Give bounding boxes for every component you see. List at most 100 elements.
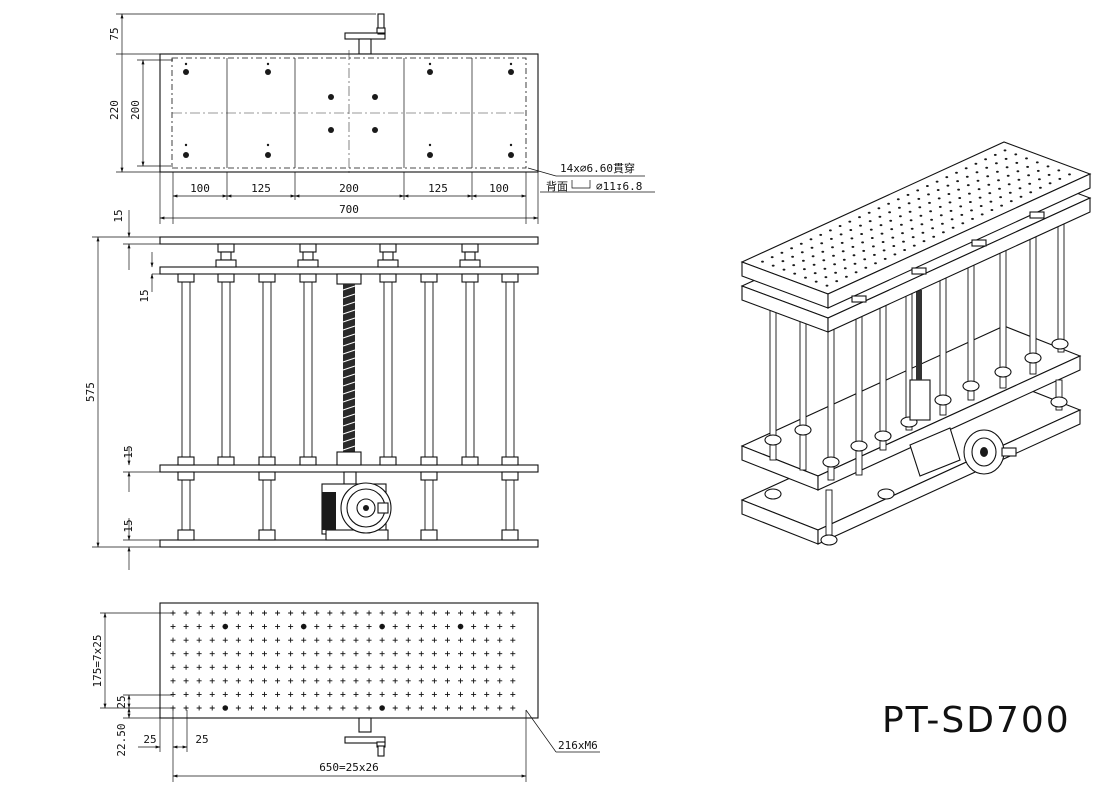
iso-hole: [1027, 174, 1030, 177]
iso-hole: [955, 171, 958, 174]
plate-2: [159, 266, 539, 275]
m6-hole: [366, 637, 372, 643]
iso-hole: [966, 184, 970, 187]
m6-hole: [235, 678, 241, 684]
m6-hole: [379, 651, 385, 657]
iso-hole: [995, 162, 998, 165]
m6-hole: [222, 664, 228, 670]
iso-hole: [800, 251, 804, 254]
dim-col-pitch-25-a: 25: [143, 733, 156, 746]
iso-hole: [906, 193, 910, 196]
m6-hole: [392, 705, 398, 711]
m6-hole: [353, 624, 359, 630]
m6-hole: [209, 678, 215, 684]
m6-hole: [183, 651, 189, 657]
m6-hole: [222, 637, 228, 643]
iso-hole: [874, 262, 877, 265]
m6-hole: [431, 691, 437, 697]
m6-hole: [261, 678, 267, 684]
m6-hole: [510, 637, 516, 643]
iso-hole: [887, 202, 890, 205]
m6-hole: [497, 705, 503, 711]
plate-1: [159, 236, 539, 245]
iso-hole: [833, 263, 836, 266]
m6-hole: [484, 691, 490, 697]
m6-hole: [235, 691, 241, 697]
iso-hole: [937, 197, 941, 200]
m6-hole: [340, 610, 346, 616]
m6-hole: [484, 664, 490, 670]
iso-handwheel: [909, 290, 1017, 477]
m6-hole: [444, 637, 450, 643]
iso-hole: [799, 242, 803, 245]
m6-hole: [471, 610, 477, 616]
m6-hole: [392, 691, 398, 697]
m6-hole: [235, 664, 241, 670]
iso-hole: [996, 170, 999, 173]
plate-4: [159, 539, 539, 548]
iso-hole: [825, 284, 829, 287]
iso-hole: [999, 196, 1002, 199]
iso-hole: [947, 193, 951, 195]
m6-hole-callout: 216xM6: [558, 739, 598, 752]
iso-hole: [971, 217, 974, 220]
m6-hole: [431, 637, 437, 643]
iso-hole: [990, 209, 994, 211]
m6-hole: [484, 678, 490, 684]
m6-hole: [405, 651, 411, 657]
m6-hole: [458, 651, 464, 657]
m6-hole: [196, 691, 202, 697]
iso-hole: [1038, 178, 1041, 181]
iso-hole: [820, 242, 824, 245]
iso-hole: [780, 251, 784, 254]
iso-hole: [841, 250, 845, 253]
m6-hole: [431, 664, 437, 670]
m6-hole: [431, 624, 437, 630]
iso-hole: [927, 193, 930, 196]
iso-hole: [903, 249, 906, 251]
m6-hole: [458, 705, 464, 711]
iso-hole: [819, 233, 823, 236]
iso-hole: [880, 232, 884, 235]
iso-hole: [920, 223, 924, 226]
iso-hole: [877, 207, 881, 210]
iso-hole: [942, 231, 945, 234]
m6-hole: [288, 705, 294, 711]
m6-hole: [510, 705, 516, 711]
plate-3: [159, 464, 539, 473]
iso-hole: [870, 237, 874, 239]
isometric-view: [740, 141, 1092, 546]
iso-hole: [1028, 182, 1032, 185]
iso-hole: [911, 236, 915, 239]
m6-hole: [392, 610, 398, 616]
iso-hole: [993, 153, 997, 156]
iso-hole: [851, 245, 855, 248]
m6-hole: [497, 691, 503, 697]
iso-hole: [869, 228, 873, 231]
m6-hole: [444, 610, 450, 616]
iso-hole: [809, 238, 813, 241]
m6-hole: [314, 637, 320, 643]
top-view: 75 220 200 100 125 200 125 100 700 14x⌀6…: [108, 13, 655, 224]
iso-hole: [804, 276, 807, 279]
m6-hole: [327, 691, 333, 697]
iso-hole: [912, 244, 916, 247]
m6-hole: [353, 705, 359, 711]
hole-note-back-label: 背面: [546, 179, 568, 193]
iso-hole: [950, 218, 954, 221]
iso-hole: [929, 210, 932, 213]
m6-hole: [405, 637, 411, 643]
m6-hole: [327, 651, 333, 657]
m6-hole: [392, 651, 398, 657]
iso-hole: [858, 216, 861, 219]
m6-hole: [261, 651, 267, 657]
m6-hole: [379, 610, 385, 616]
m6-hole: [314, 610, 320, 616]
m6-hole: [497, 624, 503, 630]
iso-hole: [852, 254, 856, 257]
iso-hole: [900, 223, 903, 226]
iso-hole: [883, 257, 887, 260]
dim-15-d: 15: [122, 519, 135, 532]
iso-hole: [781, 260, 785, 263]
iso-hole: [867, 211, 871, 214]
